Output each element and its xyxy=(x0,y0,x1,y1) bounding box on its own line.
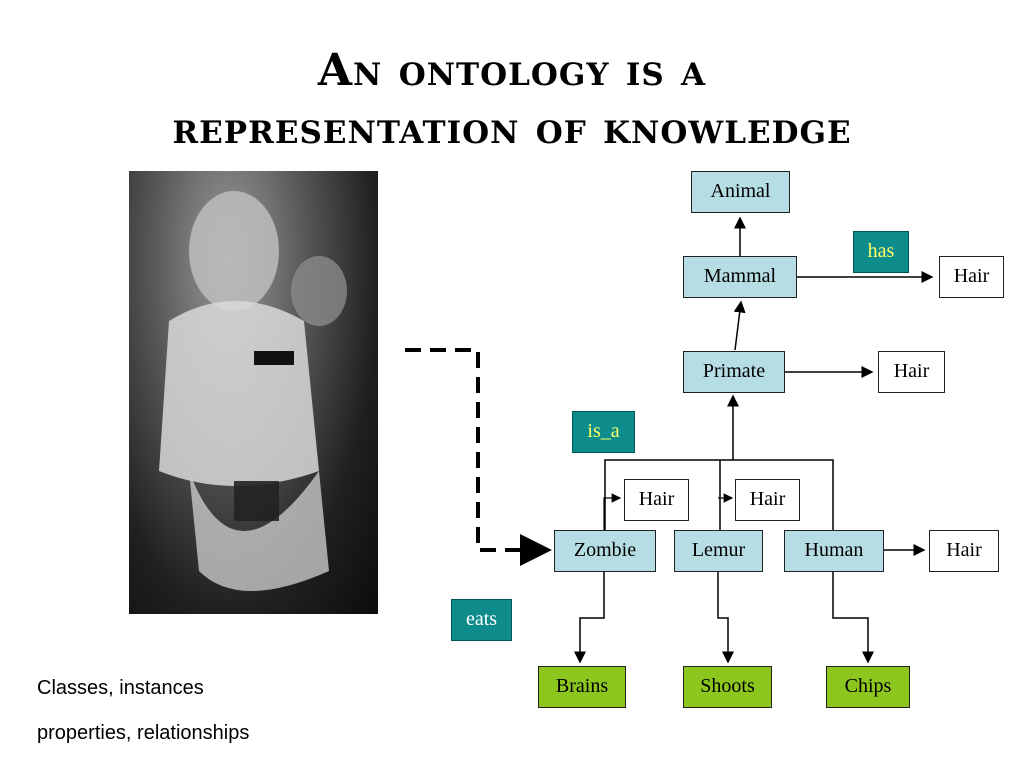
node-primate: Primate xyxy=(683,351,785,393)
zombie-photo xyxy=(129,171,378,614)
node-lemur: Lemur xyxy=(674,530,763,572)
edge-zombie-brains xyxy=(574,572,605,664)
caption-line-1: Classes, instances xyxy=(37,677,204,699)
node-hair-human: Hair xyxy=(929,530,999,572)
title-line-1: An ontology is a xyxy=(317,45,707,96)
node-mammal: Mammal xyxy=(683,256,797,298)
edge-primate-mammal xyxy=(733,300,746,351)
relation-is-a-label: is_a xyxy=(572,411,635,453)
edge-zombie-hair xyxy=(603,493,622,530)
relation-eats-label: eats xyxy=(451,599,512,641)
node-human: Human xyxy=(784,530,884,572)
node-hair-mammal: Hair xyxy=(939,256,1004,298)
node-brains: Brains xyxy=(538,666,626,708)
node-chips: Chips xyxy=(826,666,910,708)
edge-lemur-shoots xyxy=(717,572,734,664)
dashed-link-photo-to-zombie xyxy=(405,348,552,566)
edge-human-chips xyxy=(832,572,874,664)
node-animal: Animal xyxy=(691,171,790,213)
slide-title: An ontology is a representation of knowl… xyxy=(0,42,1024,158)
relation-has-label: has xyxy=(853,231,909,273)
node-hair-zombie: Hair xyxy=(624,479,689,521)
title-line-2: representation of knowledge xyxy=(172,103,852,154)
zombie-photo-figures xyxy=(159,191,347,591)
node-hair-primate: Hair xyxy=(878,351,945,393)
caption-line-2: properties, relationships xyxy=(37,722,250,744)
node-hair-lemur: Hair xyxy=(735,479,800,521)
node-shoots: Shoots xyxy=(683,666,772,708)
node-zombie: Zombie xyxy=(554,530,656,572)
edge-children-primate xyxy=(604,459,834,530)
